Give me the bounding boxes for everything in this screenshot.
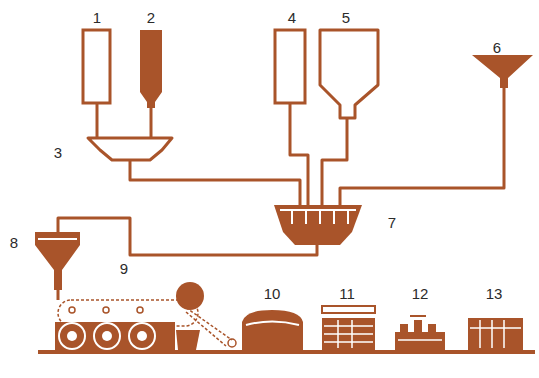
product-loaf [242, 310, 303, 350]
pipe [58, 218, 317, 255]
callout-number: 8 [10, 235, 18, 250]
callout-number: 12 [412, 286, 429, 301]
press-plate [322, 306, 375, 313]
callout-number: 7 [388, 215, 396, 230]
stack-detail [470, 320, 521, 348]
mixer-detail [280, 210, 356, 224]
callout-number: 3 [54, 145, 62, 160]
pipe [150, 108, 153, 140]
callout-number: 11 [339, 286, 355, 301]
product-stack [468, 318, 523, 350]
floor-line [38, 350, 535, 354]
pipe [130, 160, 300, 206]
piece-detail [398, 339, 442, 341]
callout-number: 4 [288, 10, 296, 25]
callout-number: 2 [147, 10, 155, 25]
callout-number: 1 [93, 10, 101, 25]
storage-silo [140, 30, 162, 108]
product-block [322, 318, 375, 350]
dough-hopper [35, 232, 80, 290]
loaf-detail [246, 322, 299, 326]
hopper-detail [38, 238, 77, 240]
storage-tank [83, 30, 110, 103]
pipe [290, 103, 308, 206]
product-pieces [395, 320, 445, 350]
forming-machine [55, 282, 236, 350]
callout-number: 6 [493, 40, 501, 55]
callout-number: 13 [486, 286, 503, 301]
mixer [274, 205, 362, 245]
piece-detail [410, 315, 426, 317]
callout-number: 10 [264, 286, 281, 301]
storage-tank [275, 30, 305, 103]
storage-silo [320, 30, 378, 118]
callout-number: 9 [120, 261, 128, 276]
block-detail [324, 320, 373, 348]
pipe [322, 118, 347, 206]
pipe [340, 88, 504, 206]
weighing-hopper [88, 138, 172, 160]
intake-funnel [472, 55, 533, 88]
pipe [96, 103, 99, 140]
callout-number: 5 [342, 10, 350, 25]
pipes [58, 88, 504, 300]
pipe [57, 290, 60, 300]
